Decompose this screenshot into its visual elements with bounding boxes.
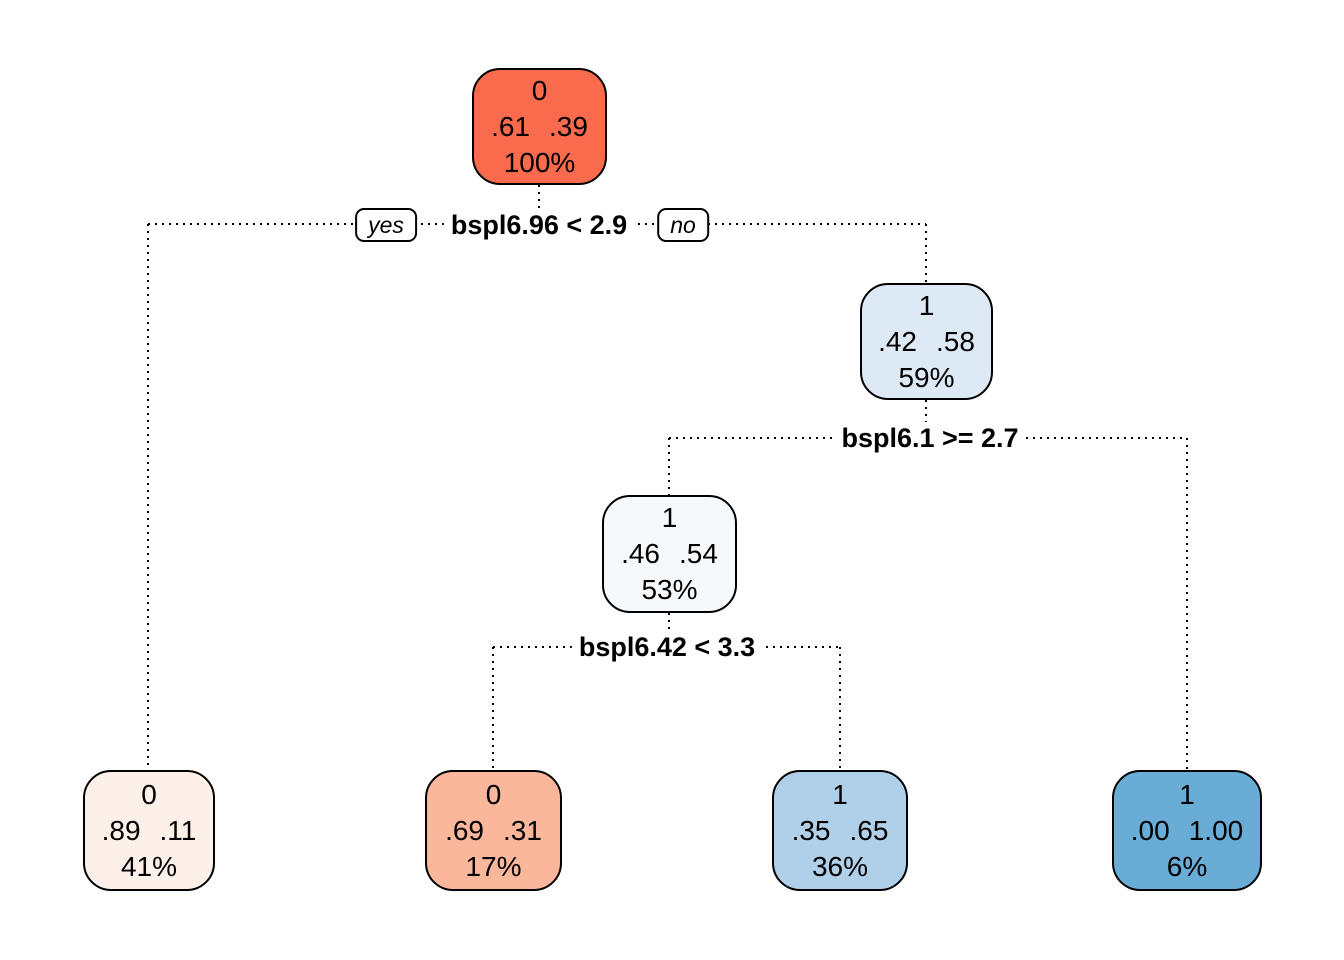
node-probabilities: .46 .54 <box>621 536 718 572</box>
tree-node-leaf-3: 1 .35 .65 36% <box>772 770 908 891</box>
no-branch-tag: no <box>657 208 709 242</box>
split-condition-1: bspl6.96 < 2.9 <box>443 209 635 241</box>
split-condition-2: bspl6.1 >= 2.7 <box>834 422 1026 454</box>
node-prob-0: .00 <box>1130 814 1170 846</box>
node-coverage: 53% <box>641 574 698 605</box>
node-class-label: 0 <box>485 778 502 810</box>
tree-node-leaf-2: 0 .69 .31 17% <box>425 770 562 891</box>
node-prob-1: .31 <box>503 814 542 846</box>
node-prob-1: .54 <box>679 538 718 569</box>
node-prob-0: .61 <box>491 110 530 142</box>
node-prob-0: .89 <box>101 814 141 846</box>
node-prob-1: 1.00 <box>1188 814 1244 846</box>
split-condition-3: bspl6.42 < 3.3 <box>571 631 763 663</box>
node-class-label: 1 <box>661 502 678 533</box>
node-coverage: 17% <box>465 850 522 882</box>
node-coverage: 41% <box>120 850 178 882</box>
tree-node-internal-mid: 1 .46 .54 53% <box>602 495 737 613</box>
node-prob-1: .65 <box>849 814 889 846</box>
yes-branch-tag: yes <box>355 208 417 242</box>
node-coverage: 100% <box>503 146 576 178</box>
node-prob-0: .69 <box>445 814 484 846</box>
node-class-label: 1 <box>1179 778 1195 810</box>
node-prob-1: .11 <box>159 814 197 846</box>
node-probabilities: .61 .39 <box>491 109 588 145</box>
node-prob-0: .42 <box>878 325 917 357</box>
node-prob-1: .39 <box>549 110 588 142</box>
node-class-label: 0 <box>531 74 548 106</box>
node-probabilities: .89 .11 <box>102 813 197 849</box>
node-coverage: 36% <box>811 850 869 882</box>
node-probabilities: .00 1.00 <box>1131 813 1243 849</box>
tree-node-leaf-4: 1 .00 1.00 6% <box>1112 770 1262 891</box>
node-prob-0: .46 <box>621 538 660 569</box>
node-class-label: 0 <box>141 778 157 810</box>
tree-node-internal-right: 1 .42 .58 59% <box>860 283 993 400</box>
node-probabilities: .42 .58 <box>878 324 975 360</box>
node-prob-1: .58 <box>936 325 975 357</box>
node-class-label: 1 <box>832 778 848 810</box>
tree-node-leaf-1: 0 .89 .11 41% <box>83 770 215 891</box>
node-prob-0: .35 <box>791 814 831 846</box>
node-coverage: 6% <box>1166 850 1208 882</box>
node-probabilities: .35 .65 <box>792 813 889 849</box>
node-probabilities: .69 .31 <box>445 813 542 849</box>
tree-node-root: 0 .61 .39 100% <box>472 68 607 185</box>
node-class-label: 1 <box>918 289 935 321</box>
node-coverage: 59% <box>898 361 955 393</box>
